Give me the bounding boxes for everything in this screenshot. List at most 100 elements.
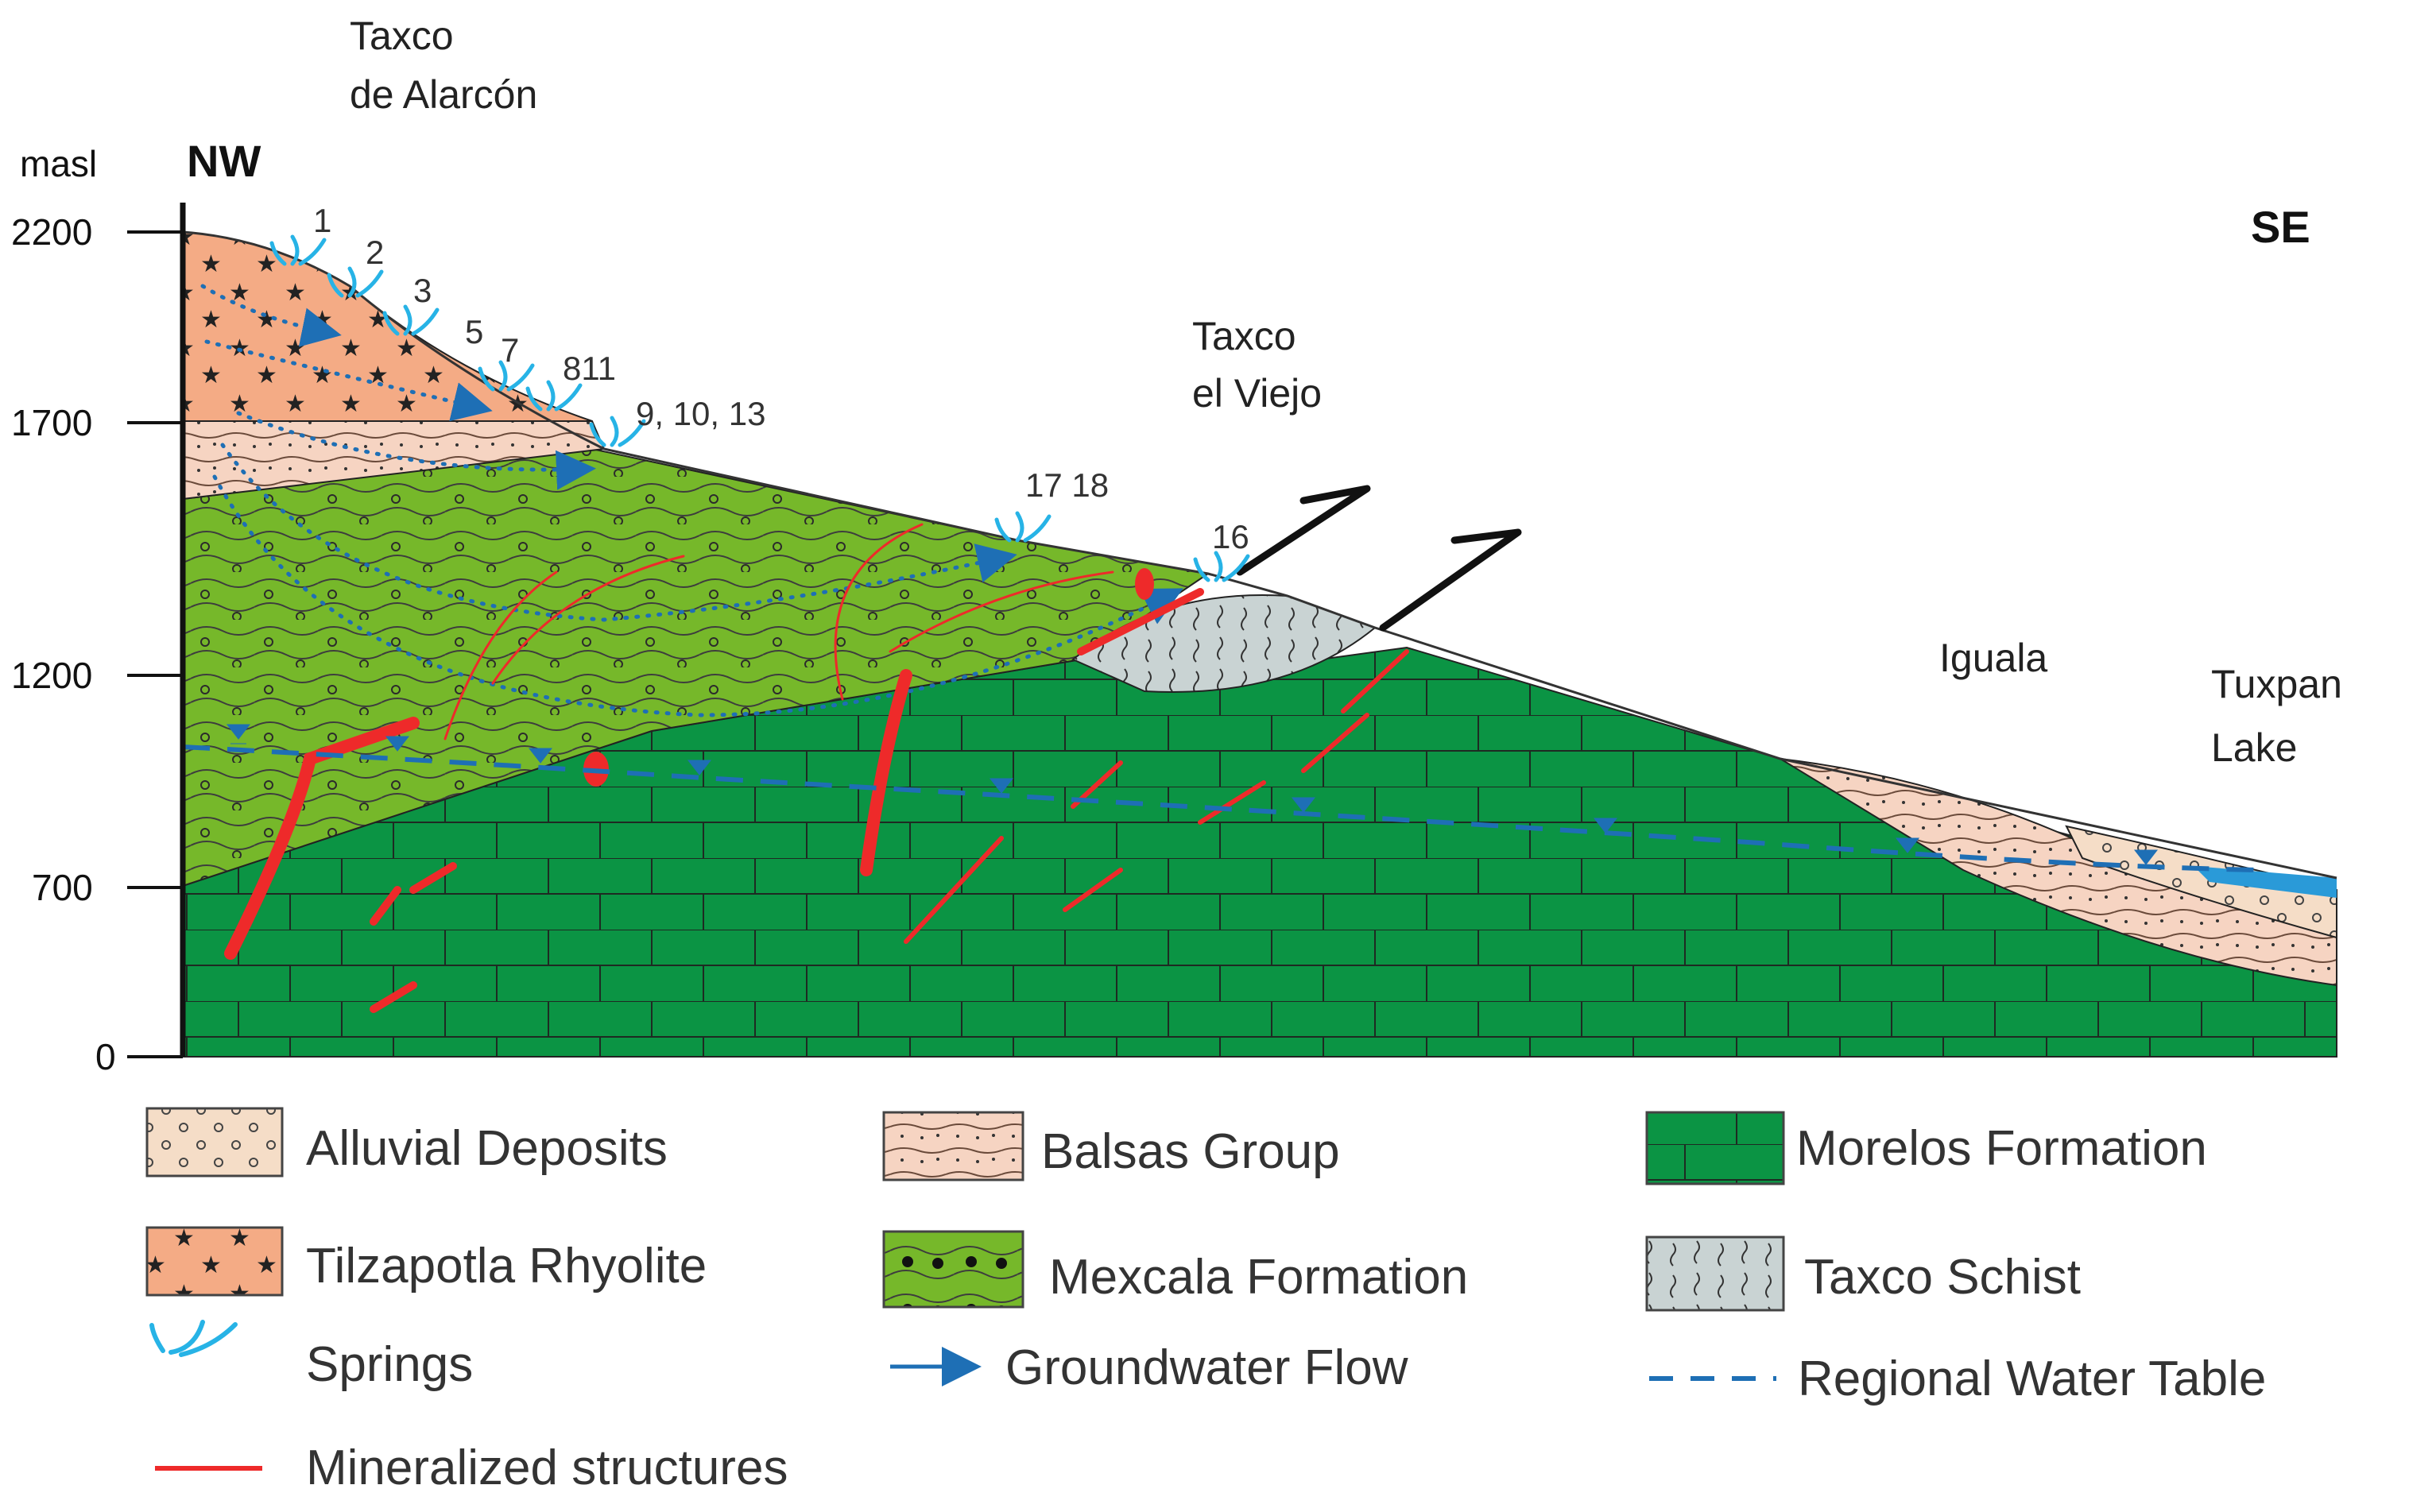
- place-taxco-viejo-line1: Taxco: [1192, 314, 1296, 358]
- mineralized-lens: [1135, 568, 1154, 600]
- legend-swatch-morelos: [1645, 1111, 1785, 1185]
- flow-path: [220, 443, 1017, 622]
- water-table-marker: [1593, 818, 1618, 833]
- legend-item-alluvial: Alluvial Deposits: [145, 1107, 668, 1178]
- flow-path: [204, 339, 493, 422]
- legend-label-water-table: Regional Water Table: [1798, 1352, 2266, 1406]
- flow-path: [200, 284, 342, 347]
- flow-path: [212, 474, 1183, 717]
- legend-item-schist: Taxco Schist: [1645, 1236, 2081, 1312]
- legend-item-springs: Springs: [149, 1320, 473, 1392]
- water-table-line: [182, 744, 2258, 872]
- spring-symbol: [269, 234, 327, 266]
- mineralized-vein: [1301, 713, 1369, 773]
- legend-spring-icon: [149, 1320, 238, 1357]
- place-tuxpan-lake-line2: Lake: [2211, 725, 2297, 770]
- water-table-marker: [1895, 837, 1920, 853]
- spring-label-16: 16: [1212, 518, 1249, 555]
- legend-label-tilzapotla: Tilzapotla Rhyolite: [306, 1239, 707, 1294]
- tick-label-1700: 1700: [11, 402, 92, 443]
- flow-path: [236, 411, 596, 490]
- mineralized-vein: [860, 669, 912, 876]
- mineralized-vein: [1063, 868, 1123, 912]
- mineralized-vein: [1341, 649, 1409, 713]
- legend-swatch-mexcala: [882, 1230, 1024, 1309]
- spring-symbol: [327, 266, 384, 298]
- spring-symbol: [478, 360, 535, 392]
- legend-label-mexcala: Mexcala Formation: [1049, 1250, 1468, 1305]
- springs-on-profile: [269, 234, 1250, 582]
- legend-item-mineralized: Mineralized structures: [155, 1440, 788, 1495]
- mineralized-vein: [409, 862, 457, 894]
- legend-swatch-balsas: [882, 1111, 1024, 1181]
- place-labels: Taxco de Alarcón Taxco el Viejo Iguala T…: [350, 14, 2342, 770]
- regional-water-table: [182, 724, 2258, 872]
- water-table-marker: [687, 760, 712, 775]
- water-table-marker: [226, 724, 251, 744]
- tick-label-2200: 2200: [11, 211, 92, 253]
- spring-symbol: [382, 304, 440, 336]
- spring-label-1: 1: [313, 202, 331, 239]
- water-table-marker: [385, 736, 410, 752]
- spring-label-2: 2: [366, 234, 384, 271]
- fault-arrows: [1236, 485, 1522, 632]
- elevation-axis: [127, 203, 186, 1058]
- legend: Alluvial Deposits Balsas Group Morelos F…: [145, 1107, 2266, 1495]
- water-table-marker: [528, 748, 553, 764]
- legend-item-morelos: Morelos Formation: [1645, 1111, 2207, 1185]
- tick-label-700: 700: [32, 867, 93, 908]
- iguala-alluvial-unit: [2065, 825, 2337, 939]
- axis-labels: masl 2200 1700 1200 700 0: [11, 143, 116, 1077]
- mineralized-structures: [224, 523, 1409, 1013]
- spring-label-3: 3: [413, 272, 432, 309]
- place-taxco-alarcon-line2: de Alarcón: [350, 72, 537, 117]
- legend-label-gw-flow: Groundwater Flow: [1005, 1340, 1408, 1395]
- legend-label-alluvial: Alluvial Deposits: [306, 1121, 668, 1176]
- place-taxco-alarcon-line1: Taxco: [350, 14, 454, 58]
- water-table-marker: [989, 778, 1014, 794]
- water-table-marker: [2133, 849, 2159, 865]
- spring-symbol: [525, 380, 583, 412]
- legend-label-morelos: Morelos Formation: [1796, 1121, 2207, 1176]
- place-taxco-viejo-line2: el Viejo: [1192, 371, 1322, 416]
- mineralized-vein: [370, 981, 417, 1013]
- legend-swatch-tilzapotla: [145, 1226, 284, 1297]
- groundwater-flow-paths: [200, 284, 1183, 717]
- ground-surface-line: [182, 230, 2337, 880]
- fault-arrow: [1379, 528, 1522, 632]
- mineralized-vein: [370, 886, 401, 926]
- direction-se: SE: [2251, 202, 2310, 252]
- spring-label-7: 7: [501, 331, 519, 369]
- spring-numbers: 1 2 3 5 7 811 9, 10, 13 17 18 16: [313, 202, 1249, 555]
- water-table-marker: [1291, 797, 1316, 813]
- mineralized-vein: [904, 836, 1004, 944]
- legend-item-water-table: Regional Water Table: [1649, 1352, 2266, 1406]
- axis-unit-label: masl: [20, 143, 97, 184]
- place-iguala: Iguala: [1939, 636, 2047, 680]
- tick-label-0: 0: [95, 1036, 116, 1077]
- place-tuxpan-lake-line1: Tuxpan: [2211, 662, 2342, 706]
- iguala-balsas-unit: [1780, 758, 2337, 987]
- geologic-units: [182, 230, 2337, 1058]
- spring-symbol: [994, 511, 1052, 543]
- tick-label-1200: 1200: [11, 655, 92, 696]
- legend-item-tilzapotla: Tilzapotla Rhyolite: [145, 1226, 707, 1297]
- spring-label-9-10-13: 9, 10, 13: [636, 395, 765, 432]
- spring-symbol: [589, 416, 646, 447]
- spring-symbol: [1193, 551, 1250, 582]
- legend-item-mexcala: Mexcala Formation: [882, 1230, 1468, 1309]
- legend-item-gw-flow: Groundwater Flow: [890, 1340, 1408, 1395]
- spring-label-17-18: 17 18: [1025, 466, 1109, 504]
- spring-label-8-11: 811: [563, 350, 616, 387]
- direction-labels: NW SE: [187, 136, 2310, 252]
- legend-label-mineralized: Mineralized structures: [306, 1440, 788, 1495]
- fault-arrow: [1236, 485, 1371, 576]
- legend-swatch-alluvial: [145, 1107, 284, 1178]
- mineralized-veinlets: [443, 523, 1114, 741]
- legend-label-schist: Taxco Schist: [1804, 1250, 2081, 1305]
- legend-label-balsas: Balsas Group: [1041, 1124, 1340, 1179]
- mineralized-vein: [1077, 588, 1204, 655]
- mineralized-vein: [224, 717, 420, 960]
